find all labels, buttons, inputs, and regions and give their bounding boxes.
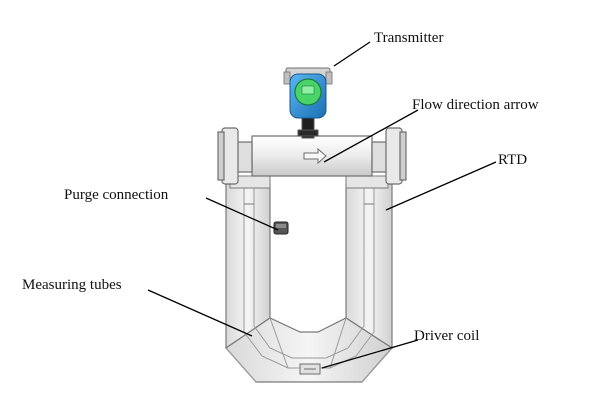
- driver-coil-label: Driver coil: [414, 328, 480, 344]
- right-flange: [371, 127, 407, 185]
- leader-purge: [205, 197, 279, 231]
- tube-leg-caps: [229, 175, 389, 205]
- flow-direction-arrow-icon: [303, 147, 327, 165]
- leader-lines: [147, 41, 497, 369]
- flow-body: [251, 135, 373, 177]
- purge-connection-label: Purge connection: [64, 187, 169, 203]
- leader-transmitter: [333, 41, 371, 67]
- purge-connection-fitting: [273, 221, 289, 235]
- driver-coil: [299, 363, 321, 375]
- transmitter-neck: [297, 117, 319, 139]
- flow-direction-arrow-label: Flow direction arrow: [412, 97, 539, 113]
- left-flange: [217, 127, 253, 185]
- measuring-tubes-label: Measuring tubes: [22, 277, 122, 293]
- transmitter-label: Transmitter: [374, 30, 444, 46]
- leader-coil: [321, 339, 419, 369]
- transmitter-head: [283, 67, 333, 119]
- rtd-label: RTD: [498, 152, 528, 168]
- leader-flow-arrow: [323, 109, 419, 163]
- leader-tubes: [147, 289, 253, 337]
- leader-rtd: [385, 161, 497, 211]
- measuring-tube-housing: [225, 183, 393, 383]
